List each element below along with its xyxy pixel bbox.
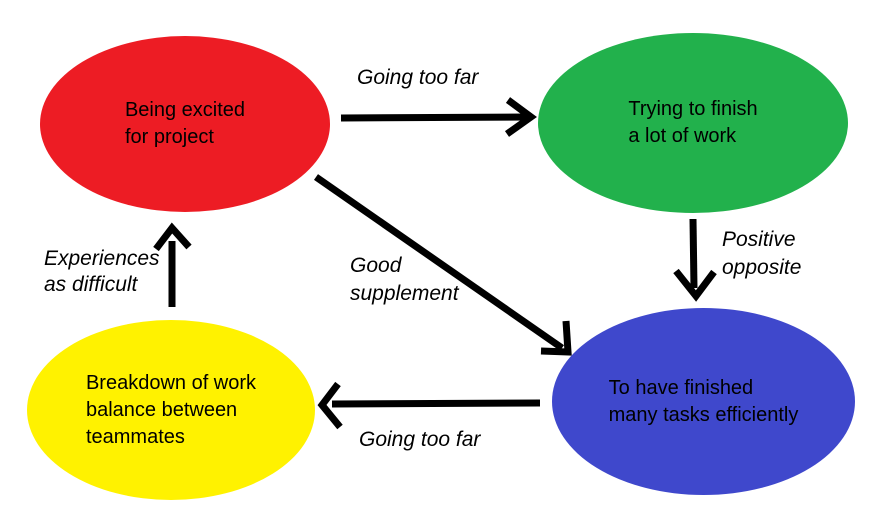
node-text-line: balance between	[85, 398, 238, 421]
edge-label-going-too-far-top: Going too far	[357, 64, 478, 92]
node-text-line: To have finished	[608, 376, 754, 399]
node-finished-tasks-label: To have finished many tasks efficiently	[609, 375, 799, 429]
node-text-line: Breakdown of work	[85, 371, 257, 394]
arrow-red-to-green	[340, 97, 537, 137]
node-being-excited: Being excited for project	[40, 36, 330, 212]
node-being-excited-label: Being excited for project	[125, 97, 245, 151]
edge-label-line: Good	[350, 254, 402, 277]
node-finished-tasks: To have finished many tasks efficiently	[552, 308, 855, 495]
edge-label-going-too-far-bottom: Going too far	[359, 426, 480, 454]
node-text-line: teammates	[85, 425, 185, 448]
node-breakdown-work-balance-label: Breakdown of work balance between teamma…	[86, 370, 256, 451]
edge-label-line: Experiences	[44, 247, 160, 270]
edge-label-good-supplement: Good supplement	[350, 252, 459, 308]
node-trying-to-finish-label: Trying to finish a lot of work	[628, 96, 757, 150]
node-text-line: a lot of work	[628, 125, 737, 147]
edge-label-line: supplement	[350, 282, 459, 305]
arrow-blue-to-yellow	[317, 381, 541, 430]
edge-label-line: Positive	[722, 228, 796, 251]
node-trying-to-finish: Trying to finish a lot of work	[538, 33, 848, 213]
edge-label-experiences-as-difficult: Experiences as difficult	[44, 246, 160, 298]
edge-label-line: Going too far	[357, 66, 479, 89]
node-text-line: Being excited	[124, 99, 246, 121]
node-text-line: for project	[124, 126, 214, 148]
node-breakdown-work-balance: Breakdown of work balance between teamma…	[27, 320, 315, 500]
node-text-line: Trying to finish	[628, 98, 758, 120]
arrow-green-to-blue	[673, 218, 717, 302]
node-text-line: many tasks efficiently	[608, 403, 799, 426]
edge-label-positive-opposite: Positive opposite	[722, 226, 801, 282]
edge-label-line: as difficult	[44, 273, 138, 296]
edge-label-line: opposite	[722, 256, 802, 279]
arrow-yellow-to-red	[153, 222, 192, 307]
edge-label-line: Going too far	[359, 428, 481, 451]
